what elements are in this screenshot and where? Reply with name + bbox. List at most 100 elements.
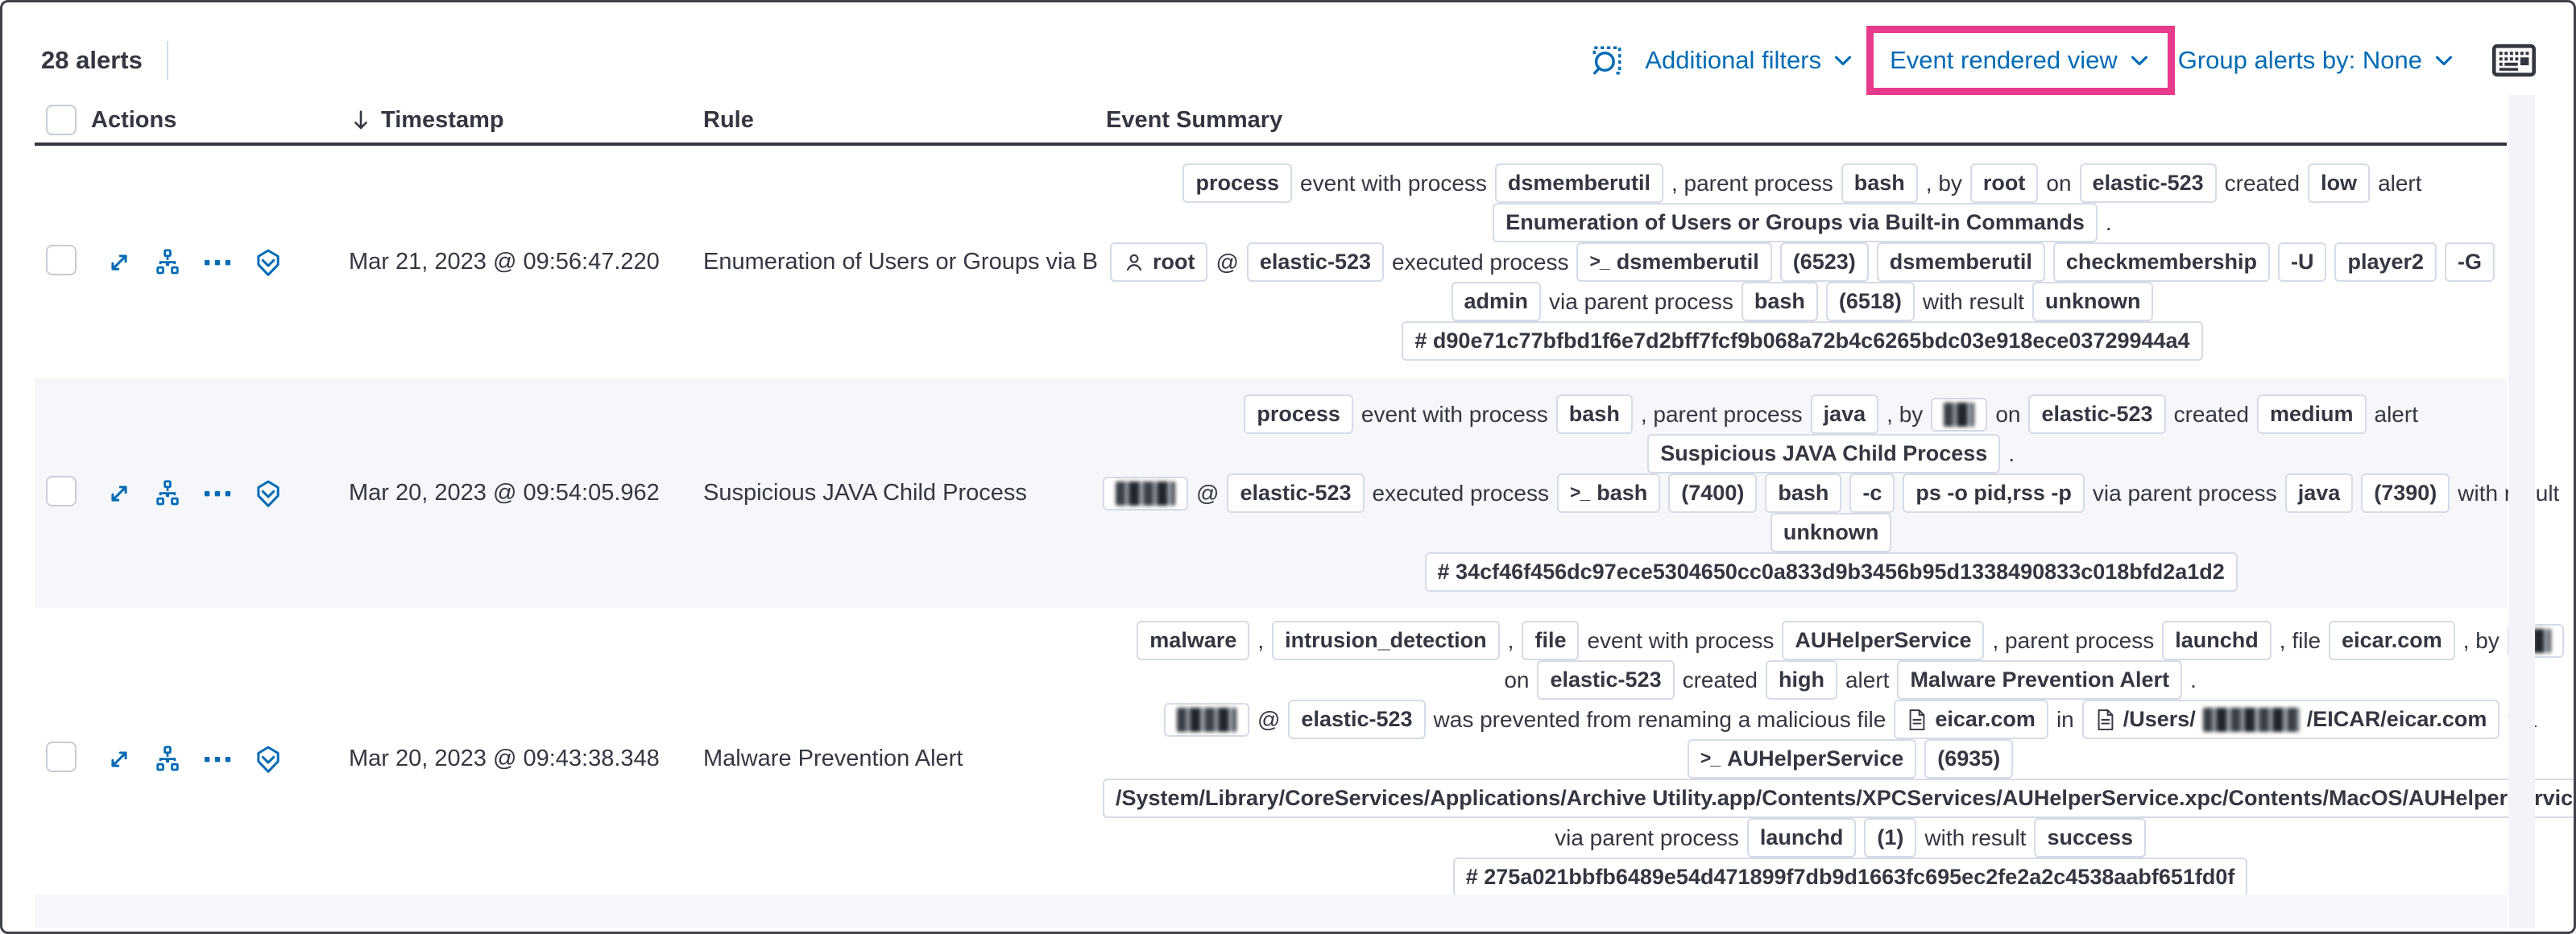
value-badge[interactable]: player2 <box>2334 242 2437 282</box>
badge-text: intrusion_detection <box>1285 628 1487 653</box>
analyze-event-icon[interactable] <box>154 480 181 507</box>
value-badge[interactable]: (7400) <box>1668 473 1758 513</box>
keyboard-shortcuts-icon[interactable] <box>2491 43 2537 78</box>
value-badge[interactable]: # d90e71c77bfbd1f6e7d2bff7fcf9b068a72b4c… <box>1402 321 2203 361</box>
alert-timestamp: Mar 21, 2023 @ 09:56:47.220 <box>349 249 660 275</box>
expand-alert-icon[interactable] <box>106 746 133 773</box>
value-badge[interactable]: process <box>1244 395 1353 434</box>
value-badge[interactable]: medium <box>2256 395 2367 434</box>
summary-text: event with process <box>1300 170 1487 196</box>
value-badge[interactable]: bash <box>1765 473 1842 513</box>
badge-text: elastic-523 <box>2041 402 2153 427</box>
value-badge[interactable]: java <box>1810 395 1879 434</box>
expand-alert-icon[interactable] <box>106 480 133 507</box>
value-badge[interactable]: Suspicious JAVA Child Process <box>1647 434 2001 473</box>
value-badge[interactable]: elastic-523 <box>1537 660 1675 700</box>
view-selector-button[interactable]: Event rendered view <box>1890 46 2151 75</box>
value-badge[interactable]: low <box>2308 163 2371 203</box>
value-badge[interactable]: # 275a021bbfb6489e54d471899f7db9d1663fc6… <box>1452 858 2248 897</box>
analyze-event-icon[interactable] <box>154 746 181 773</box>
user-badge[interactable]: root <box>1109 242 1208 282</box>
value-badge[interactable]: AUHelperService <box>1782 621 1985 660</box>
value-badge[interactable]: unknown <box>1770 513 1892 552</box>
value-badge[interactable]: (6935) <box>1924 739 2014 779</box>
more-actions-icon[interactable] <box>202 746 233 773</box>
row-checkbox[interactable] <box>46 245 77 275</box>
badge-text: bash <box>1778 481 1829 506</box>
value-badge[interactable]: (7390) <box>2361 473 2450 513</box>
value-badge[interactable]: elastic-523 <box>2028 395 2166 434</box>
value-badge[interactable]: process <box>1182 163 1293 203</box>
value-badge[interactable]: -U <box>2277 242 2327 282</box>
add-to-timeline-icon[interactable] <box>254 745 283 774</box>
value-badge[interactable]: ps -o pid,rss -p <box>1903 473 2085 513</box>
value-badge[interactable]: elastic-523 <box>2079 163 2217 203</box>
alert-rule-name[interactable]: Malware Prevention Alert <box>703 746 963 771</box>
value-badge[interactable]: # 34cf46f456dc97ece5304650cc0a833d9b3456… <box>1424 552 2238 592</box>
value-badge[interactable]: checkmembership <box>2052 242 2270 282</box>
value-badge[interactable]: dsmemberutil <box>1876 242 2045 282</box>
next-row-peek <box>35 895 2507 928</box>
column-header-timestamp[interactable]: Timestamp <box>349 107 703 134</box>
value-badge[interactable]: elastic-523 <box>1288 700 1426 739</box>
terminal-badge[interactable]: >_AUHelperService <box>1687 739 1917 779</box>
add-to-timeline-icon[interactable] <box>254 479 283 508</box>
badge-text: (7390) <box>2374 481 2437 506</box>
badge-text: root <box>1152 250 1195 275</box>
value-badge[interactable]: -c <box>1849 473 1895 513</box>
value-badge[interactable]: root <box>1969 163 2039 203</box>
value-badge[interactable]: (6518) <box>1825 282 1915 321</box>
value-badge[interactable]: unknown <box>2031 282 2154 321</box>
value-badge[interactable]: -G <box>2445 242 2495 282</box>
file-badge[interactable]: /Users//EICAR/eicar.com <box>2081 700 2500 739</box>
value-badge[interactable]: bash <box>1841 163 1918 203</box>
value-badge[interactable]: launchd <box>2162 621 2272 660</box>
file-badge[interactable]: eicar.com <box>1894 700 2048 739</box>
value-badge[interactable]: intrusion_detection <box>1272 621 1500 660</box>
alert-rule-name[interactable]: Enumeration of Users or Groups via Bui <box>703 249 1098 275</box>
analyze-event-icon[interactable] <box>154 249 181 276</box>
expand-alert-icon[interactable] <box>106 249 133 276</box>
value-badge[interactable]: java <box>2284 473 2354 513</box>
value-badge[interactable]: (6523) <box>1779 242 1869 282</box>
column-header-event-summary: Event Summary <box>1098 107 2507 134</box>
alert-rule-name[interactable]: Suspicious JAVA Child Process <box>703 480 1027 506</box>
more-actions-icon[interactable] <box>202 249 233 276</box>
value-badge[interactable]: admin <box>1451 282 1542 321</box>
value-badge[interactable]: success <box>2034 818 2147 858</box>
value-badge[interactable]: Enumeration of Users or Groups via Built… <box>1493 203 2098 242</box>
toolbar-controls: Additional filters Event rendered view G… <box>1590 26 2537 95</box>
value-badge[interactable] <box>1931 397 1988 432</box>
value-badge[interactable]: launchd <box>1746 818 1857 858</box>
value-badge[interactable]: Malware Prevention Alert <box>1897 660 2183 700</box>
group-alerts-label: Group alerts by: None <box>2177 46 2422 74</box>
value-badge[interactable]: dsmemberutil <box>1494 163 1663 203</box>
inspect-icon[interactable] <box>1590 43 1624 77</box>
value-badge[interactable]: malware <box>1137 621 1250 660</box>
value-badge[interactable]: bash <box>1555 395 1633 434</box>
terminal-badge[interactable]: >_dsmemberutil <box>1576 242 1772 282</box>
alert-count-label: 28 alerts <box>41 46 143 74</box>
value-badge[interactable]: eicar.com <box>2329 621 2455 660</box>
row-checkbox[interactable] <box>46 742 77 772</box>
terminal-badge[interactable]: >_bash <box>1557 473 1661 513</box>
badge-text: ps -o pid,rss -p <box>1915 481 2072 506</box>
value-badge[interactable] <box>1103 476 1188 510</box>
row-checkbox[interactable] <box>46 476 77 506</box>
vertical-scrollbar[interactable] <box>2508 95 2535 928</box>
value-badge[interactable]: high <box>1766 660 1837 700</box>
more-actions-icon[interactable] <box>202 480 233 507</box>
add-to-timeline-icon[interactable] <box>254 248 283 277</box>
select-all-checkbox[interactable] <box>46 105 77 135</box>
group-alerts-button[interactable]: Group alerts by: None <box>2178 46 2456 75</box>
value-badge[interactable]: elastic-523 <box>1227 473 1365 513</box>
value-badge[interactable]: file <box>1522 621 1580 660</box>
value-badge[interactable] <box>1163 702 1249 737</box>
value-badge[interactable]: /System/Library/CoreServices/Application… <box>1103 779 2574 818</box>
value-badge[interactable]: elastic-523 <box>1246 242 1384 282</box>
additional-filters-button[interactable]: Additional filters <box>1645 46 1855 75</box>
value-badge[interactable]: bash <box>1741 282 1818 321</box>
redacted-value <box>1944 402 1975 427</box>
value-badge[interactable]: (1) <box>1864 818 1917 858</box>
